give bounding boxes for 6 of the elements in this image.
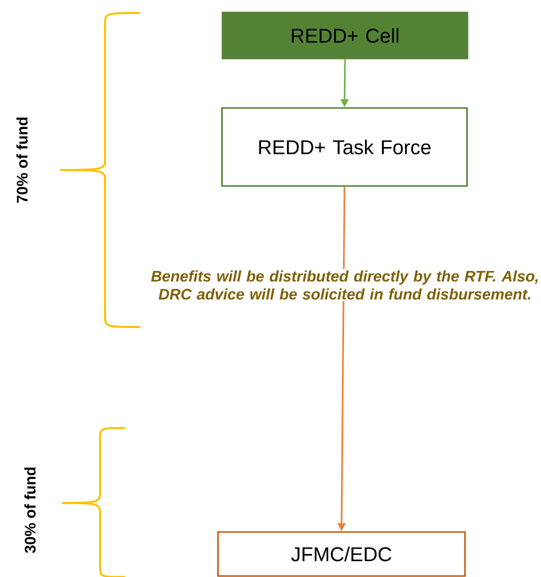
process-box: REDD+ Task Force bbox=[221, 107, 468, 187]
side-label: 70% of fund bbox=[16, 118, 28, 203]
side-label: 30% of fund bbox=[24, 468, 36, 554]
edge-label: Benefits will be distributed directly by the RTF. Also, DRC advice will be solicited in fund disbursement. bbox=[151, 270, 538, 300]
process-box: REDD+ Cell bbox=[222, 12, 468, 60]
process-box: JFMC/EDC bbox=[217, 531, 466, 577]
